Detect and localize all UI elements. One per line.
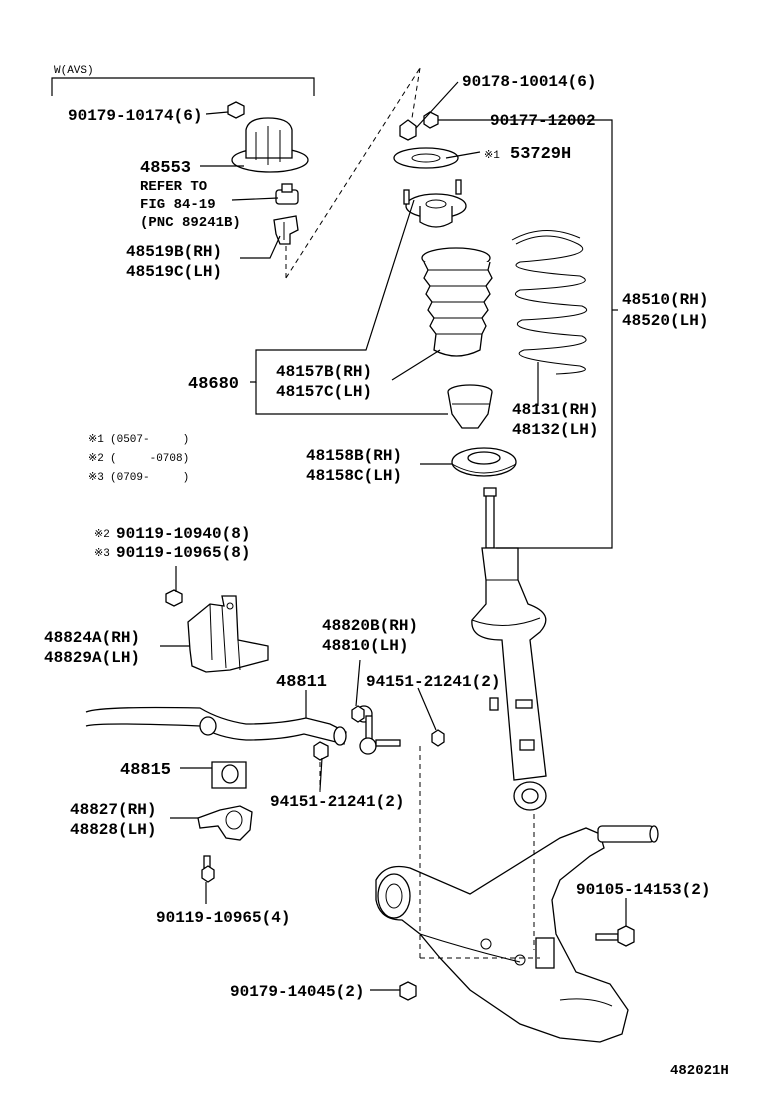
part-label-48157c: 48157C(LH)	[276, 383, 372, 401]
stabilizer-bar-drawing	[85, 706, 347, 746]
part-label-48519b: 48519B(RH)	[126, 243, 222, 261]
note-range-3: (0709- )	[110, 472, 189, 484]
part-mark-53729h: ※1	[484, 150, 500, 162]
part-mark-90119-10940: ※2	[94, 529, 110, 541]
refer-line-3: (PNC 89241B)	[140, 215, 241, 231]
part-label-48829a: 48829A(LH)	[44, 649, 140, 667]
part-mark-90119-10965-8: ※3	[94, 548, 110, 560]
note-mark-3: ※3	[88, 472, 104, 484]
lower-control-arm-drawing	[375, 825, 659, 1043]
part-label-90119-10965-8: 90119-10965(8)	[116, 544, 250, 562]
figure-code: 482021H	[670, 1063, 729, 1079]
nut-90179-10174-drawing	[227, 101, 245, 119]
nut-90179-14045-drawing	[399, 981, 417, 1001]
part-label-48520: 48520(LH)	[622, 312, 708, 330]
part-label-48132: 48132(LH)	[512, 421, 598, 439]
part-label-48815: 48815	[120, 761, 171, 780]
stabilizer-link-drawing	[351, 705, 445, 755]
actuator-48553-drawing	[231, 117, 309, 173]
note-range-2: ( -0708)	[110, 453, 189, 465]
spring-seat-48158-drawing	[451, 447, 517, 477]
refer-line-1: REFER TO	[140, 179, 207, 195]
assembly-guide-lines	[319, 746, 540, 959]
part-label-48158c: 48158C(LH)	[306, 467, 402, 485]
note-range-1: (0507- )	[110, 434, 189, 446]
date-notes: ※1 (0507- ) ※2 ( -0708) ※3 (0709- )	[88, 434, 189, 484]
part-label-90119-10965-4: 90119-10965(4)	[156, 909, 290, 927]
part-label-48828: 48828(LH)	[70, 821, 156, 839]
part-label-48680: 48680	[188, 375, 239, 394]
part-label-48519c: 48519C(LH)	[126, 263, 222, 281]
part-label-48824a: 48824A(RH)	[44, 629, 140, 647]
part-label-48553: 48553	[140, 159, 191, 178]
note-mark-2: ※2	[88, 453, 104, 465]
part-label-90178: 90178-10014(6)	[462, 73, 596, 91]
shock-absorber-drawing	[471, 487, 547, 811]
part-label-90119-10940: 90119-10940(8)	[116, 525, 250, 543]
bracket-48827-drawing	[197, 805, 253, 841]
part-label-53729h: 53729H	[510, 145, 571, 164]
bracket-48519-drawing	[273, 215, 299, 245]
bushing-48815-drawing	[211, 761, 247, 789]
bumper-drawing	[447, 384, 493, 429]
part-label-48827: 48827(RH)	[70, 801, 156, 819]
part-label-90179-14045: 90179-14045(2)	[230, 983, 364, 1001]
part-label-90177: 90177-12002	[490, 112, 596, 130]
seal-53729h-drawing	[393, 147, 459, 169]
support-48680-drawing	[403, 179, 467, 228]
part-label-48510: 48510(RH)	[622, 291, 708, 309]
avs-bracket-label: W(AVS)	[54, 65, 94, 77]
part-label-48820b: 48820B(RH)	[322, 617, 418, 635]
leader-lines	[160, 81, 627, 991]
part-label-94151-upper: 94151-21241(2)	[366, 673, 500, 691]
nut-90177-drawing	[423, 111, 439, 129]
note-mark-1: ※1	[88, 434, 104, 446]
refer-line-2: FIG 84-19	[140, 197, 216, 213]
bolt-90119-10940-drawing	[165, 589, 183, 607]
part-label-94151-lower: 94151-21241(2)	[270, 793, 404, 811]
part-label-48811: 48811	[276, 673, 327, 692]
part-label-48810: 48810(LH)	[322, 637, 408, 655]
dust-boot-48157-drawing	[421, 247, 493, 357]
bolt-90105-drawing	[595, 925, 635, 947]
nut-90178-drawing	[399, 119, 417, 141]
avs-guide-lines	[285, 67, 421, 279]
part-label-90105: 90105-14153(2)	[576, 881, 710, 899]
part-label-90179-10174: 90179-10174(6)	[68, 107, 202, 125]
part-label-48157b: 48157B(RH)	[276, 363, 372, 381]
part-label-48131: 48131(RH)	[512, 401, 598, 419]
bolt-90119-10965-drawing	[201, 855, 215, 883]
connector-drawing	[275, 183, 299, 205]
avs-bracket	[51, 77, 315, 96]
part-label-48158b: 48158B(RH)	[306, 447, 402, 465]
coil-spring-drawing	[511, 229, 588, 375]
bracket-48824a-drawing	[187, 595, 269, 673]
nut-94151-drawing	[313, 741, 329, 761]
